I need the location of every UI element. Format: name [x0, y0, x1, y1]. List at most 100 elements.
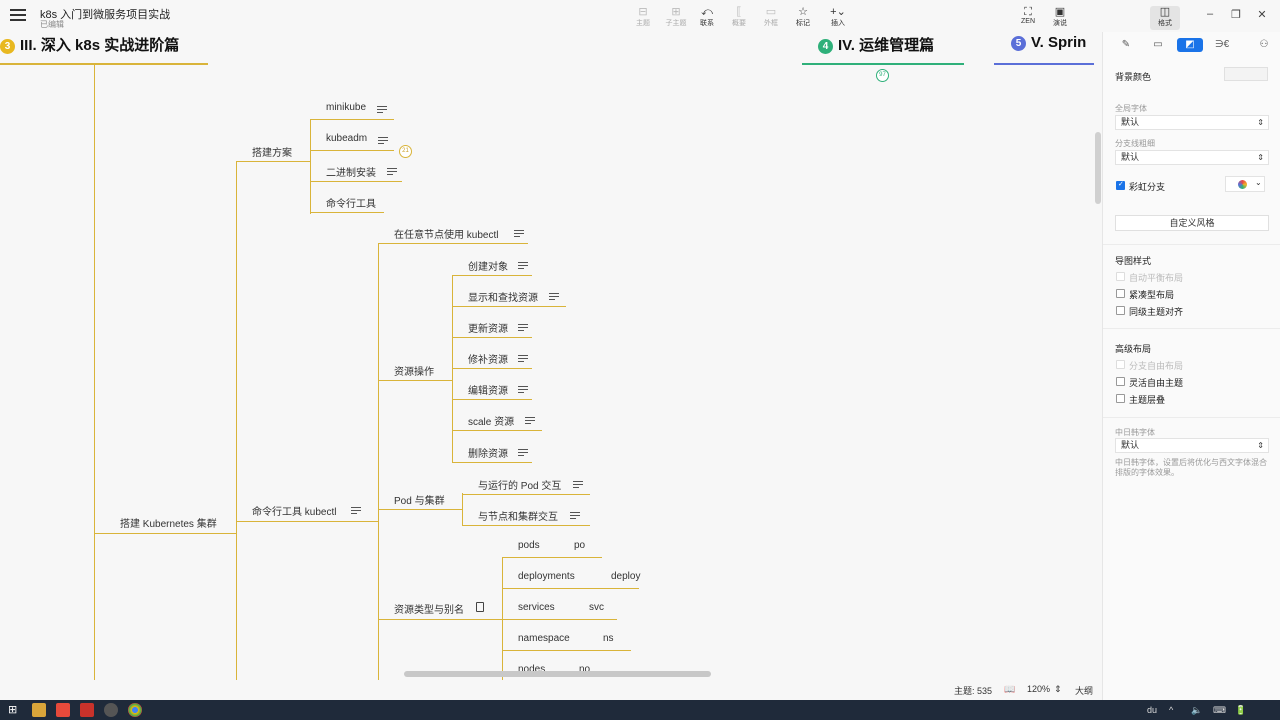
toolbar-subtopic-button[interactable]: ⊞子主题	[661, 6, 691, 30]
attachment-icon[interactable]	[476, 602, 484, 612]
topic-setup-plan[interactable]: 搭建方案	[252, 148, 292, 159]
hamburger-menu-icon[interactable]	[10, 9, 26, 23]
resource-type-name[interactable]: namespace	[518, 633, 570, 644]
note-icon[interactable]	[378, 137, 388, 144]
link-icon[interactable]: ⚇	[1259, 39, 1269, 50]
resource-type-name[interactable]: services	[518, 602, 555, 613]
toolbar-summary-button[interactable]: ⟦概要	[724, 6, 754, 30]
note-icon[interactable]	[518, 386, 528, 393]
note-icon[interactable]	[518, 449, 528, 456]
topic-resource-op[interactable]: 删除资源	[468, 449, 508, 460]
topic-pod-interaction[interactable]: 与运行的 Pod 交互	[478, 481, 562, 492]
note-icon[interactable]	[377, 106, 387, 113]
note-icon[interactable]	[351, 507, 361, 514]
topic-types-alias[interactable]: 资源类型与别名	[394, 605, 464, 616]
toolbar-marker-button[interactable]: ☆标记	[788, 6, 818, 30]
collapse-count-badge[interactable]: 21	[399, 145, 412, 158]
topic-pod-cluster[interactable]: Pod 与集群	[394, 496, 445, 507]
cjk-font-select[interactable]: 默认⇕	[1115, 438, 1269, 453]
minimize-icon[interactable]: –	[1206, 8, 1214, 20]
topic-resource-op[interactable]: 更新资源	[468, 324, 508, 335]
style-icon[interactable]: ✎	[1121, 39, 1131, 50]
topic-kubectl[interactable]: 命令行工具 kubectl	[252, 507, 337, 518]
topic-resource-op[interactable]: 显示和查找资源	[468, 293, 538, 304]
maximize-icon[interactable]: ❐	[1231, 9, 1241, 21]
note-icon[interactable]	[525, 417, 535, 424]
note-icon[interactable]	[518, 262, 528, 269]
resource-type-alias[interactable]: ns	[603, 633, 614, 644]
note-icon[interactable]	[573, 481, 583, 488]
battery-icon[interactable]: 🔋	[1235, 705, 1247, 715]
rainbow-branch-checkbox[interactable]	[1116, 180, 1125, 190]
resource-type-alias[interactable]: deploy	[611, 571, 641, 582]
baidu-tray-icon[interactable]: du	[1147, 705, 1158, 715]
format-panel-button[interactable]: ◫ 格式	[1150, 6, 1180, 30]
note-icon[interactable]	[514, 230, 524, 237]
resource-type-alias[interactable]: svc	[589, 602, 604, 613]
map-icon[interactable]: ▭	[1153, 39, 1163, 50]
resource-type-alias[interactable]: po	[574, 540, 586, 551]
custom-style-button[interactable]: 自定义风格	[1115, 215, 1269, 231]
topic-resource-op[interactable]: 创建对象	[468, 262, 508, 273]
option-checkbox[interactable]	[1116, 394, 1125, 403]
topic-setup-option[interactable]: 二进制安装	[326, 168, 376, 179]
toolbar-insert-button[interactable]: +⌄插入	[823, 6, 853, 30]
book-icon[interactable]: 📖	[1004, 684, 1016, 694]
vertical-scrollbar[interactable]	[1095, 132, 1101, 204]
start-menu-icon[interactable]: ⊞	[8, 704, 18, 716]
topic-setup-option[interactable]: kubeadm	[326, 133, 368, 144]
collapse-count-badge[interactable]: 97	[876, 69, 889, 82]
topic-setup-option[interactable]: minikube	[326, 102, 367, 113]
topic-resource-op[interactable]: 修补资源	[468, 355, 508, 366]
zoom-level[interactable]: 120%	[1027, 684, 1051, 694]
toolbar-relationship-button[interactable]: ⤺联系	[692, 6, 722, 30]
resource-type-name[interactable]: nodes	[518, 664, 546, 675]
chrome-icon[interactable]	[128, 703, 142, 717]
note-icon[interactable]	[518, 355, 528, 362]
option-checkbox[interactable]	[1116, 377, 1125, 386]
mindmap-app-icon[interactable]	[56, 703, 70, 717]
topic-resource-op[interactable]: scale 资源	[468, 417, 515, 428]
tray-expand-icon[interactable]: ^	[1169, 705, 1174, 715]
topic-setup-option[interactable]: 命令行工具	[326, 199, 376, 210]
outline-button[interactable]: 大纲	[1075, 686, 1094, 696]
settings-app-icon[interactable]	[104, 703, 118, 717]
document-status: 已编辑	[40, 20, 64, 29]
resource-type-alias[interactable]: no	[579, 664, 591, 675]
present-button[interactable]: ▣ 演说	[1045, 6, 1075, 30]
toolbar-boundary-button[interactable]: ▭外框	[756, 6, 786, 30]
global-font-select[interactable]: 默认⇕	[1115, 115, 1269, 130]
topic-resource-ops[interactable]: 资源操作	[394, 367, 434, 378]
bg-color-swatch[interactable]	[1224, 67, 1268, 81]
volume-icon[interactable]: 🔈	[1191, 705, 1203, 715]
topic-kubectl-any-node[interactable]: 在任意节点使用 kubectl	[394, 230, 499, 241]
topic-setup-k8s-cluster[interactable]: 搭建 Kubernetes 集群	[120, 519, 217, 530]
note-icon[interactable]	[549, 293, 559, 300]
bg-color-label: 背景颜色	[1115, 72, 1152, 82]
option-checkbox[interactable]	[1116, 306, 1125, 315]
keyboard-icon[interactable]: ⌨	[1213, 705, 1226, 715]
file-explorer-icon[interactable]	[32, 703, 46, 717]
note-icon[interactable]	[570, 512, 580, 519]
wps-icon[interactable]	[80, 703, 94, 717]
zen-mode-button[interactable]: ⛶ ZEN	[1013, 6, 1043, 30]
zoom-stepper-icon[interactable]: ⇕	[1054, 684, 1062, 694]
note-icon[interactable]	[518, 324, 528, 331]
note-icon[interactable]	[387, 168, 397, 175]
option-checkbox[interactable]	[1116, 289, 1125, 298]
format-icon[interactable]: ◩	[1177, 38, 1203, 52]
topic-pod-interaction[interactable]: 与节点和集群交互	[478, 512, 558, 523]
toolbar-topic-button[interactable]: ⊟主题	[628, 6, 658, 30]
branch-thickness-select[interactable]: 默认⇕	[1115, 150, 1269, 165]
rainbow-color-picker[interactable]: ⌄	[1225, 176, 1265, 192]
mark-icon[interactable]: ∋€	[1214, 39, 1230, 50]
resource-type-name[interactable]: deployments	[518, 571, 575, 582]
resource-type-name[interactable]: pods	[518, 540, 540, 551]
close-icon[interactable]: ✕	[1257, 9, 1267, 21]
horizontal-scrollbar[interactable]	[404, 671, 711, 677]
topic-resource-op[interactable]: 编辑资源	[468, 386, 508, 397]
